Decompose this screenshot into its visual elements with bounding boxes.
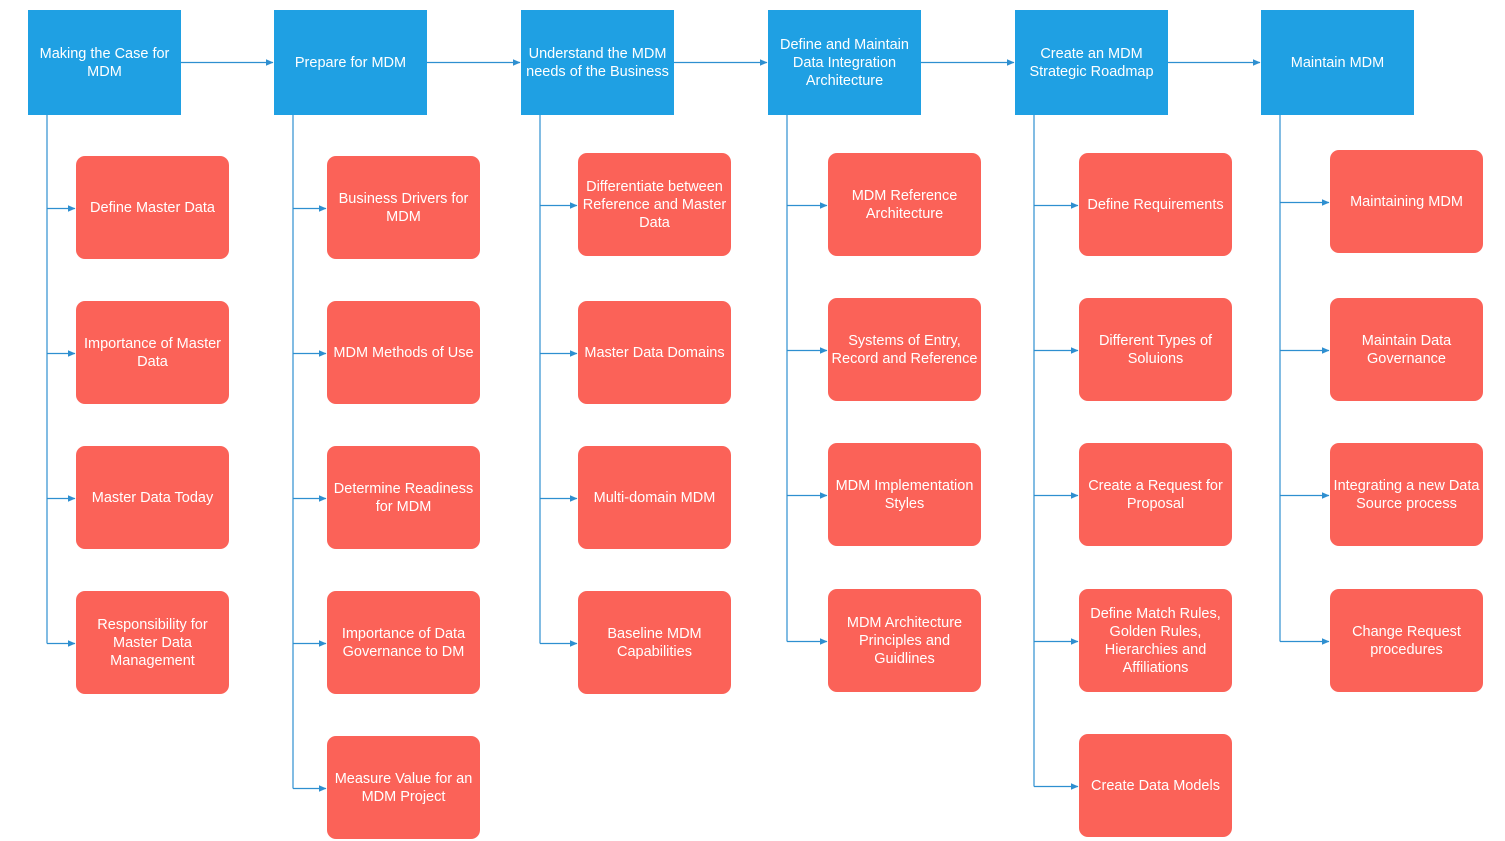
stage-maintain-mdm: Maintain MDM xyxy=(1261,10,1414,115)
task-different-types-of-solutions: Different Types of Soluions xyxy=(1079,298,1232,401)
task-master-data-domains: Master Data Domains xyxy=(578,301,731,404)
task-differentiate-reference-master: Differentiate between Reference and Mast… xyxy=(578,153,731,256)
task-responsibility-for-mdm: Responsibility for Master Data Managemen… xyxy=(76,591,229,694)
task-architecture-principles: MDM Architecture Principles and Guidline… xyxy=(828,589,981,692)
stage-understand-mdm-needs: Understand the MDM needs of the Business xyxy=(521,10,674,115)
task-importance-of-data-governance: Importance of Data Governance to DM xyxy=(327,591,480,694)
task-business-drivers: Business Drivers for MDM xyxy=(327,156,480,259)
stage-create-strategic-roadmap: Create an MDM Strategic Roadmap xyxy=(1015,10,1168,115)
task-measure-value: Measure Value for an MDM Project xyxy=(327,736,480,839)
task-baseline-mdm-capabilities: Baseline MDM Capabilities xyxy=(578,591,731,694)
task-importance-of-master-data: Importance of Master Data xyxy=(76,301,229,404)
task-implementation-styles: MDM Implementation Styles xyxy=(828,443,981,546)
stage-define-integration-architecture: Define and Maintain Data Integration Arc… xyxy=(768,10,921,115)
task-maintaining-mdm: Maintaining MDM xyxy=(1330,150,1483,253)
task-integrating-new-data-source: Integrating a new Data Source process xyxy=(1330,443,1483,546)
task-master-data-today: Master Data Today xyxy=(76,446,229,549)
task-systems-of-entry: Systems of Entry, Record and Reference xyxy=(828,298,981,401)
task-create-data-models: Create Data Models xyxy=(1079,734,1232,837)
stage-making-the-case: Making the Case for MDM xyxy=(28,10,181,115)
task-determine-readiness: Determine Readiness for MDM xyxy=(327,446,480,549)
task-define-master-data: Define Master Data xyxy=(76,156,229,259)
task-request-for-proposal: Create a Request for Proposal xyxy=(1079,443,1232,546)
task-define-match-rules: Define Match Rules, Golden Rules, Hierar… xyxy=(1079,589,1232,692)
task-multi-domain-mdm: Multi-domain MDM xyxy=(578,446,731,549)
task-mdm-methods-of-use: MDM Methods of Use xyxy=(327,301,480,404)
task-change-request-procedures: Change Request procedures xyxy=(1330,589,1483,692)
task-mdm-reference-architecture: MDM Reference Architecture xyxy=(828,153,981,256)
stage-prepare-for-mdm: Prepare for MDM xyxy=(274,10,427,115)
task-define-requirements: Define Requirements xyxy=(1079,153,1232,256)
task-maintain-data-governance: Maintain Data Governance xyxy=(1330,298,1483,401)
